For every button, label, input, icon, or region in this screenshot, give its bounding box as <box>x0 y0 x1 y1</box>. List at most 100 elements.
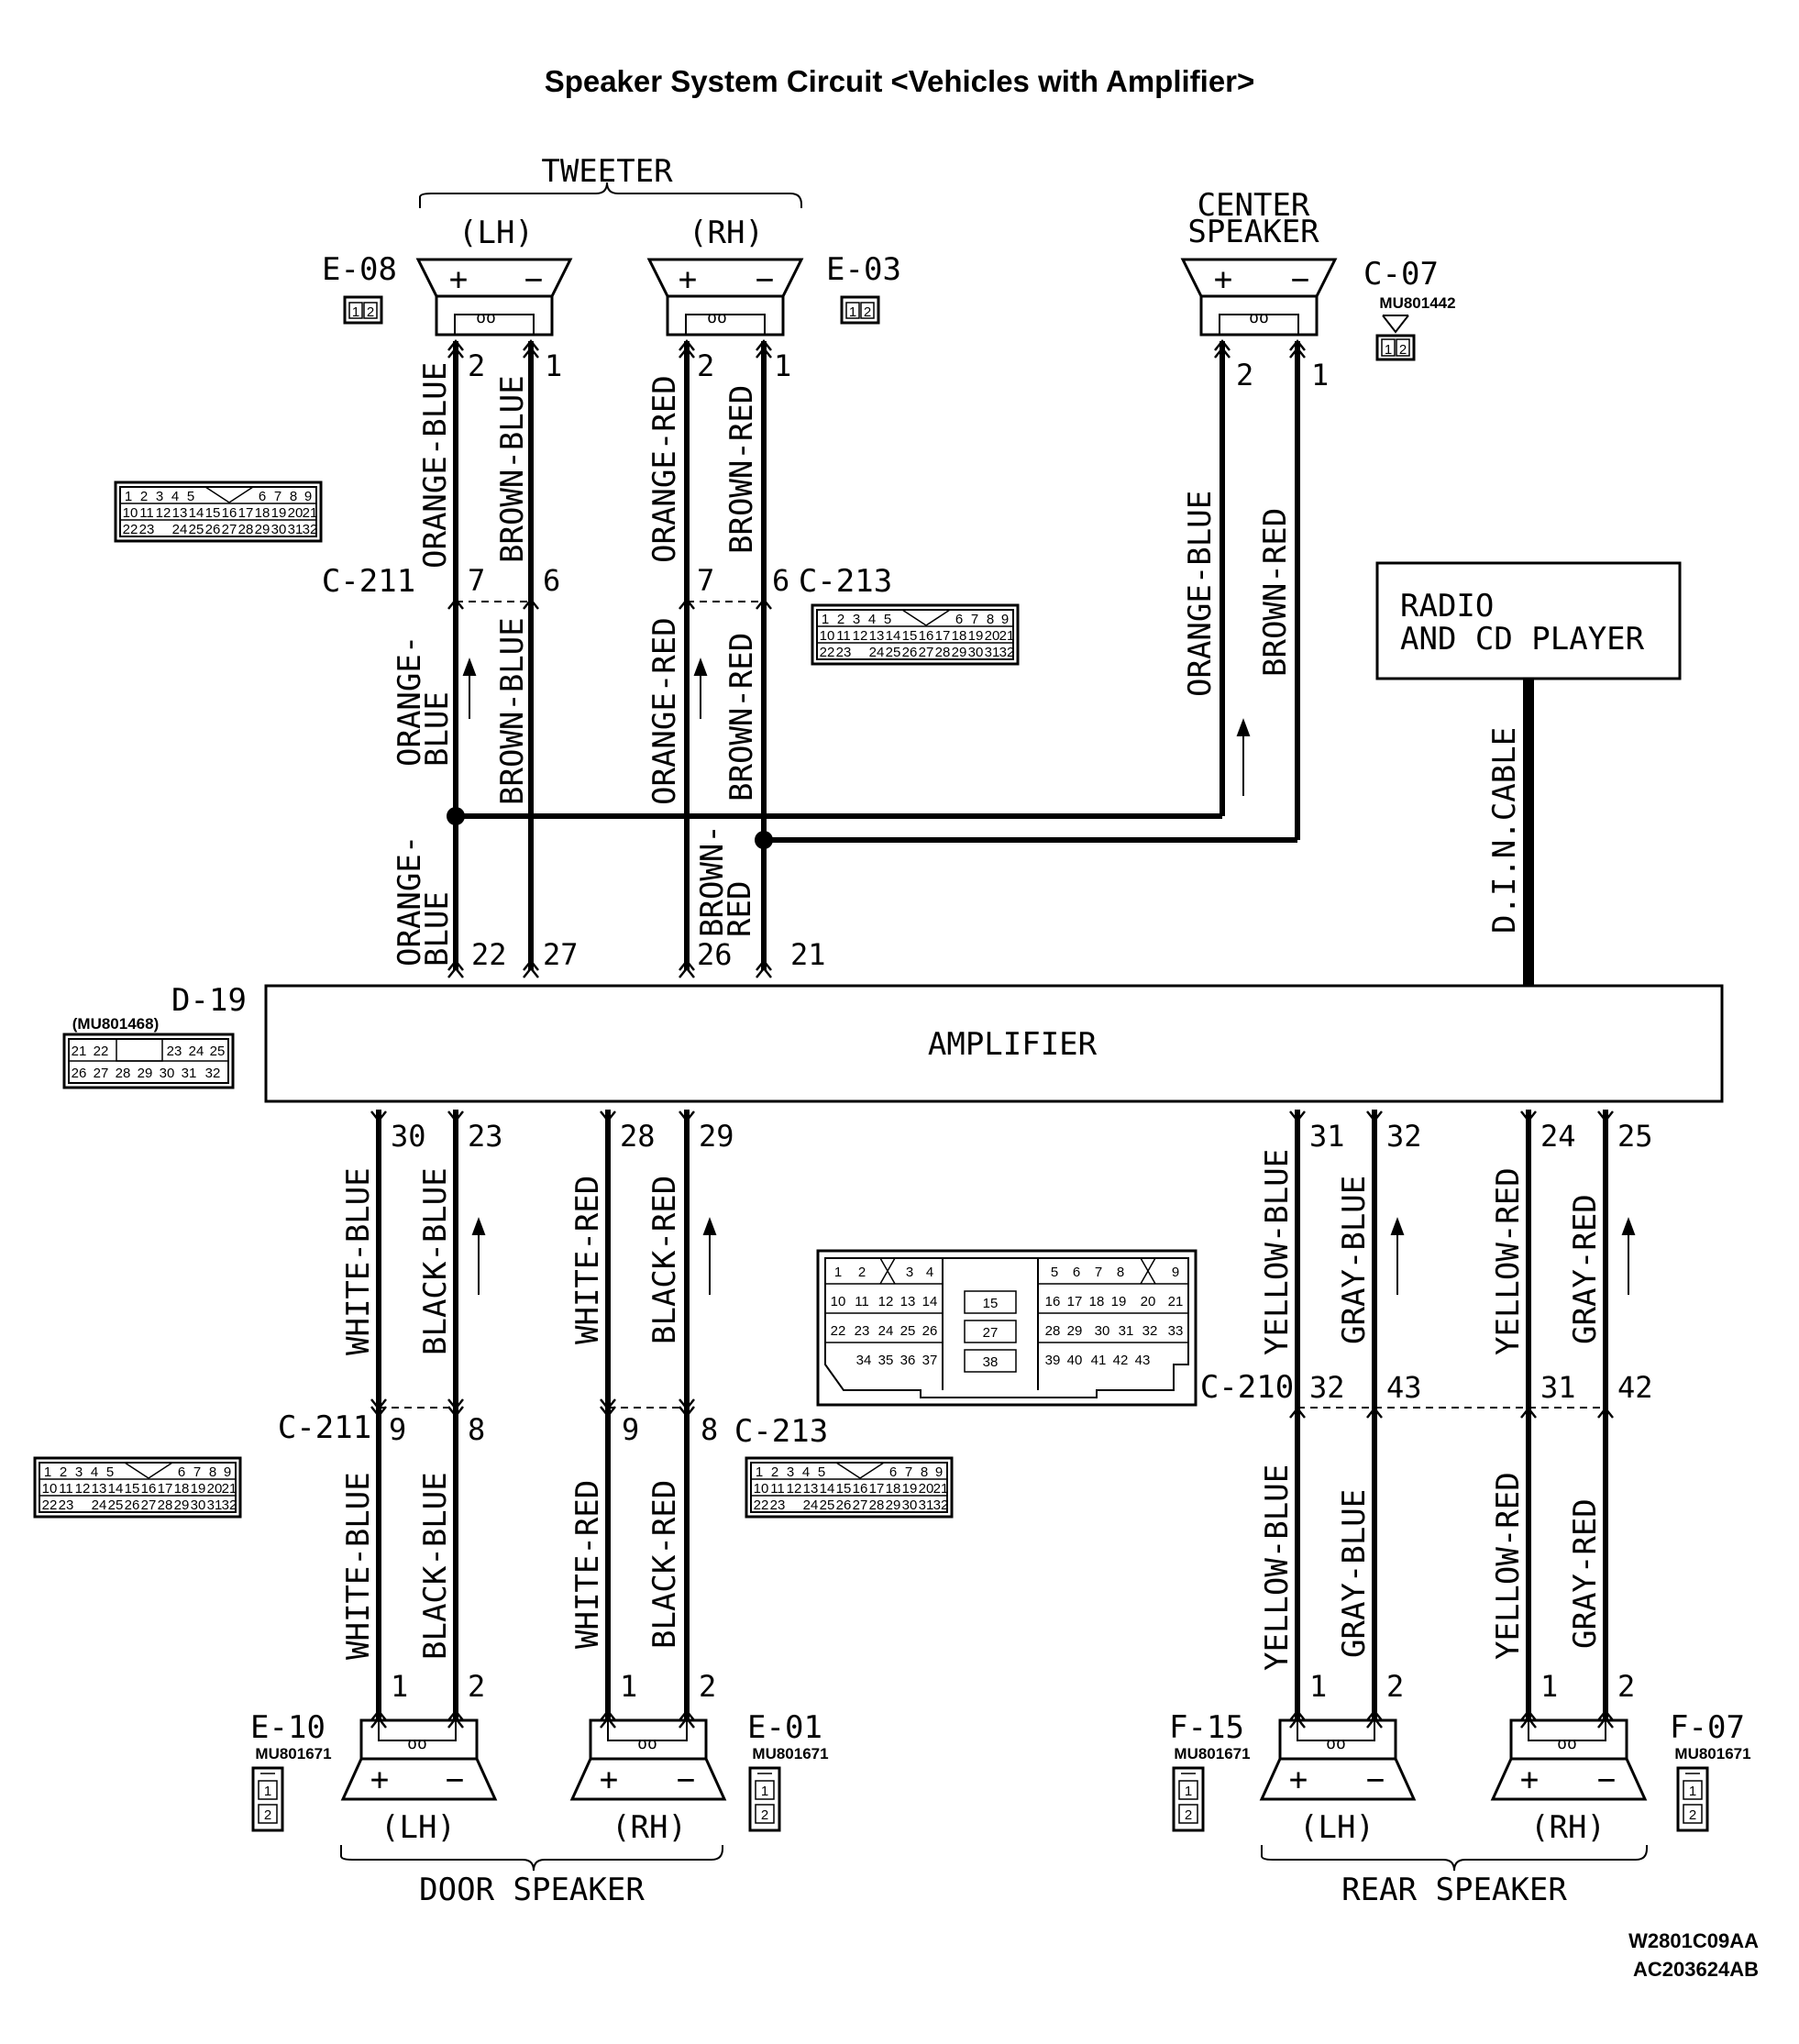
svg-text:33: 33 <box>1168 1323 1184 1339</box>
minus-sign: − <box>756 261 774 298</box>
svg-text:19: 19 <box>968 628 984 644</box>
connector-c211-bottom-label: C-211 <box>278 1409 371 1446</box>
svg-text:31: 31 <box>288 522 304 537</box>
svg-text:15: 15 <box>836 1481 852 1497</box>
svg-text:28: 28 <box>158 1497 173 1513</box>
pin-number: 23 <box>468 1119 503 1154</box>
svg-text:19: 19 <box>902 1481 918 1497</box>
svg-text:18: 18 <box>1089 1294 1105 1309</box>
svg-text:2: 2 <box>858 1265 866 1280</box>
plus-sign: + <box>679 261 697 298</box>
wire-label: WHITE-RED <box>569 1480 606 1649</box>
svg-text:24: 24 <box>92 1497 107 1513</box>
connector-c211-top-label: C-211 <box>322 563 415 600</box>
connector-c213-top-label: C-213 <box>799 563 892 600</box>
svg-text:12: 12 <box>853 628 868 644</box>
svg-text:9: 9 <box>304 489 312 504</box>
svg-text:38: 38 <box>983 1354 999 1370</box>
svg-text:27: 27 <box>919 645 934 660</box>
svg-text:23: 23 <box>770 1497 786 1513</box>
svg-text:21: 21 <box>933 1481 949 1497</box>
svg-text:14: 14 <box>189 505 204 521</box>
svg-text:oo: oo <box>476 308 496 327</box>
pin-number: 1 <box>774 348 791 383</box>
svg-text:6: 6 <box>178 1464 185 1480</box>
pin-number: 1 <box>620 1669 637 1704</box>
svg-text:1: 1 <box>352 304 359 320</box>
top-wires <box>453 341 1300 970</box>
connector-c07-label: C-07 <box>1363 256 1439 293</box>
bottom-wires <box>376 1110 1608 1720</box>
svg-text:27: 27 <box>94 1066 109 1081</box>
svg-text:5: 5 <box>884 612 891 627</box>
connector-c07-icon: 1 2 <box>1375 315 1416 361</box>
plus-sign: + <box>1520 1762 1539 1798</box>
connector-c210-label: C-210 <box>1200 1369 1294 1406</box>
svg-text:21: 21 <box>222 1481 237 1497</box>
radio-label-2: AND CD PLAYER <box>1400 621 1645 657</box>
rear-lh-label: (LH) <box>1299 1809 1374 1846</box>
minus-sign: − <box>1366 1762 1385 1798</box>
svg-text:40: 40 <box>1067 1353 1083 1368</box>
diagram-code-2: AC203624AB <box>1633 1958 1759 1981</box>
svg-text:19: 19 <box>1111 1294 1127 1309</box>
svg-text:11: 11 <box>770 1481 785 1497</box>
pin-number: 1 <box>545 348 562 383</box>
pin-number: 22 <box>471 937 507 972</box>
svg-text:7: 7 <box>971 612 978 627</box>
svg-text:oo: oo <box>637 1734 657 1753</box>
svg-text:8: 8 <box>987 612 994 627</box>
pin-number: 1 <box>391 1669 408 1704</box>
wire-label: GRAY-RED <box>1567 1194 1604 1344</box>
door-rh-label: (RH) <box>612 1809 687 1846</box>
wire-label: RED <box>722 881 758 937</box>
connector-e10-label: E-10 <box>250 1709 326 1746</box>
svg-text:1: 1 <box>44 1464 51 1480</box>
svg-text:27: 27 <box>222 522 237 537</box>
wire-label: GRAY-BLUE <box>1336 1489 1373 1658</box>
connector-e01-part: MU801671 <box>752 1745 828 1762</box>
connector-f15-part: MU801671 <box>1174 1745 1250 1762</box>
rear-speaker-group-label: REAR SPEAKER <box>1341 1872 1567 1908</box>
svg-text:27: 27 <box>983 1325 999 1341</box>
svg-text:34: 34 <box>856 1353 872 1368</box>
wire-label: GRAY-RED <box>1567 1498 1604 1649</box>
signal-arrow-icons <box>471 1217 1636 1295</box>
svg-text:23: 23 <box>167 1044 182 1059</box>
wire-label: ORANGE-BLUE <box>417 362 454 569</box>
svg-text:11: 11 <box>855 1294 869 1309</box>
wire-label: ORANGE-BLUE <box>1182 491 1219 697</box>
svg-text:21: 21 <box>72 1044 87 1059</box>
svg-text:15: 15 <box>983 1296 999 1311</box>
svg-text:14: 14 <box>922 1294 938 1309</box>
svg-text:30: 30 <box>191 1497 206 1513</box>
svg-text:1: 1 <box>125 489 132 504</box>
wire-label: BLACK-BLUE <box>417 1167 454 1355</box>
connector-e08-label: E-08 <box>322 251 397 288</box>
svg-text:2: 2 <box>60 1464 67 1480</box>
svg-text:24: 24 <box>878 1323 894 1339</box>
pin-number: 7 <box>697 563 714 598</box>
svg-text:8: 8 <box>1117 1265 1124 1280</box>
pin-number: 6 <box>543 563 560 598</box>
pin-number: 9 <box>622 1412 639 1447</box>
pin-number: 26 <box>697 937 733 972</box>
svg-text:5: 5 <box>1051 1265 1058 1280</box>
svg-text:oo: oo <box>707 308 727 327</box>
svg-text:22: 22 <box>94 1044 109 1059</box>
connector-d19-part: (MU801468) <box>72 1015 160 1033</box>
svg-text:20: 20 <box>985 628 1000 644</box>
svg-text:3: 3 <box>75 1464 83 1480</box>
svg-text:21: 21 <box>1168 1294 1184 1309</box>
svg-text:28: 28 <box>116 1066 131 1081</box>
svg-text:2: 2 <box>140 489 148 504</box>
svg-text:oo: oo <box>1557 1734 1577 1753</box>
svg-text:29: 29 <box>255 522 270 537</box>
pin-number: 2 <box>1386 1669 1404 1704</box>
svg-text:13: 13 <box>900 1294 916 1309</box>
pin-number: 9 <box>389 1412 406 1447</box>
svg-text:26: 26 <box>836 1497 852 1513</box>
splice-orange-blue <box>447 807 465 825</box>
wire-label: WHITE-BLUE <box>340 1167 377 1355</box>
connector-d19-icon: 21 22 23 24 25 26 27 28 29 30 31 32 <box>62 1033 235 1089</box>
